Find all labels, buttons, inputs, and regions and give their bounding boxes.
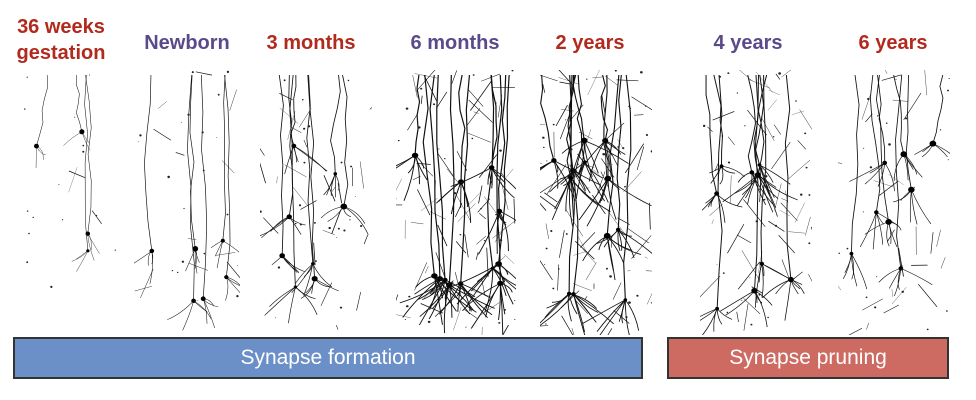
neuron-drawing	[838, 70, 950, 335]
neuron-drawing	[24, 74, 116, 288]
synapse-pruning-label: Synapse pruning	[729, 346, 887, 369]
neuron-drawing	[260, 74, 372, 330]
stage-label-line1: 2 years	[555, 32, 625, 54]
stage-label-4-years: 4 years	[698, 30, 798, 56]
neuron-drawing	[134, 70, 240, 331]
synapse-pruning-bar: Synapse pruning	[667, 337, 949, 379]
stage-label-line1: 6 months	[410, 32, 500, 54]
neuron-panel-3-months	[260, 70, 372, 335]
stage-label-newborn: Newborn	[132, 30, 242, 56]
neuron-panel-6-years	[838, 70, 950, 335]
neuron-panel-36-weeks	[18, 70, 120, 335]
stage-label-line1: 6 years	[858, 32, 928, 54]
stage-label-3-months: 3 months	[256, 30, 366, 56]
neuron-panel-6-months	[396, 70, 516, 335]
stage-label-36-weeks: 36 weeks gestation	[8, 14, 114, 66]
stage-label-line1: 4 years	[713, 32, 783, 54]
stage-label-6-years: 6 years	[843, 30, 943, 56]
neuron-drawing	[540, 70, 652, 335]
synapse-formation-bar: Synapse formation	[13, 337, 643, 379]
stage-label-2-years: 2 years	[540, 30, 640, 56]
neuron-drawing	[396, 70, 516, 335]
neuron-panel-newborn	[134, 70, 240, 335]
stage-label-6-months: 6 months	[400, 30, 510, 56]
stage-label-line1: Newborn	[144, 32, 230, 54]
neuron-panel-4-years	[700, 70, 812, 335]
stage-label-line1: 3 months	[266, 32, 356, 54]
stage-label-line1: 36 weeks	[17, 16, 105, 38]
neuron-panel-2-years	[540, 70, 652, 335]
stage-label-line2: gestation	[16, 42, 106, 64]
synapse-formation-label: Synapse formation	[240, 346, 416, 369]
neuron-drawing	[700, 70, 812, 335]
